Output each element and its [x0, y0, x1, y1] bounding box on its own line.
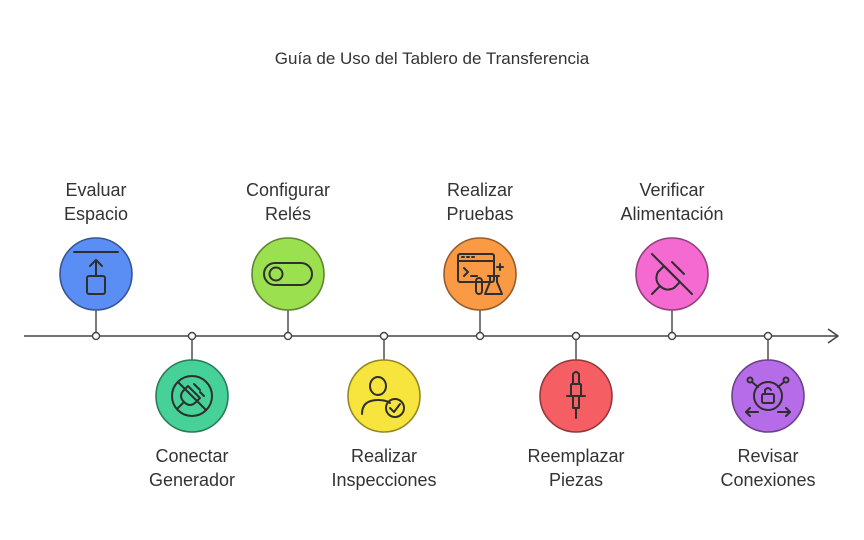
- step-label-line2: Inspecciones: [331, 470, 437, 490]
- step-label-line1: Configurar: [245, 180, 331, 200]
- unlock-connections-icon: [745, 376, 791, 417]
- step-label-line2: Generador: [148, 470, 236, 490]
- step-circle: [443, 237, 517, 311]
- step-circle: [731, 359, 805, 433]
- step-label-line1: Revisar: [737, 446, 799, 466]
- step-node-1: [59, 237, 133, 341]
- no-plug-icon: [651, 253, 693, 295]
- step-label-line2: Relés: [264, 204, 312, 224]
- step-node-6: [539, 331, 613, 433]
- step-label-line2: Alimentación: [620, 204, 724, 224]
- timeline-arrow-head: [827, 328, 839, 344]
- lab-test-icon: [457, 253, 504, 295]
- step-node-2: [155, 331, 229, 433]
- step-label-line1: Realizar: [446, 180, 514, 200]
- diagram-title: Guía de Uso del Tablero de Transferencia: [274, 49, 590, 68]
- step-label-line2: Pruebas: [446, 204, 514, 224]
- timeline-dot: [187, 331, 197, 341]
- step-label-line1: Evaluar: [65, 180, 127, 200]
- step-node-8: [731, 331, 805, 433]
- unplugged-icon: [171, 375, 213, 417]
- step-node-3: [251, 237, 325, 341]
- step-label-line1: Conectar: [155, 446, 229, 466]
- timeline-dot: [763, 331, 773, 341]
- timeline-dot: [571, 331, 581, 341]
- timeline-dot: [283, 331, 293, 341]
- step-circle: [347, 359, 421, 433]
- timeline-dot: [475, 331, 485, 341]
- step-label-line1: Reemplazar: [527, 446, 625, 466]
- step-label-line2: Conexiones: [720, 470, 816, 490]
- upload-box-icon: [73, 251, 119, 295]
- toggle-switch-icon: [263, 262, 313, 286]
- step-circle: [251, 237, 325, 311]
- step-node-4: [347, 331, 421, 433]
- step-label-line2: Piezas: [548, 470, 604, 490]
- timeline-dot: [379, 331, 389, 341]
- dropper-part-icon: [566, 371, 586, 419]
- step-label-line1: Realizar: [350, 446, 418, 466]
- user-check-icon: [361, 376, 405, 418]
- timeline-dot: [91, 331, 101, 341]
- step-node-5: [443, 237, 517, 341]
- timeline-dot: [667, 331, 677, 341]
- step-label-line2: Espacio: [63, 204, 129, 224]
- step-node-7: [635, 237, 709, 341]
- step-label-line1: Verificar: [639, 180, 705, 200]
